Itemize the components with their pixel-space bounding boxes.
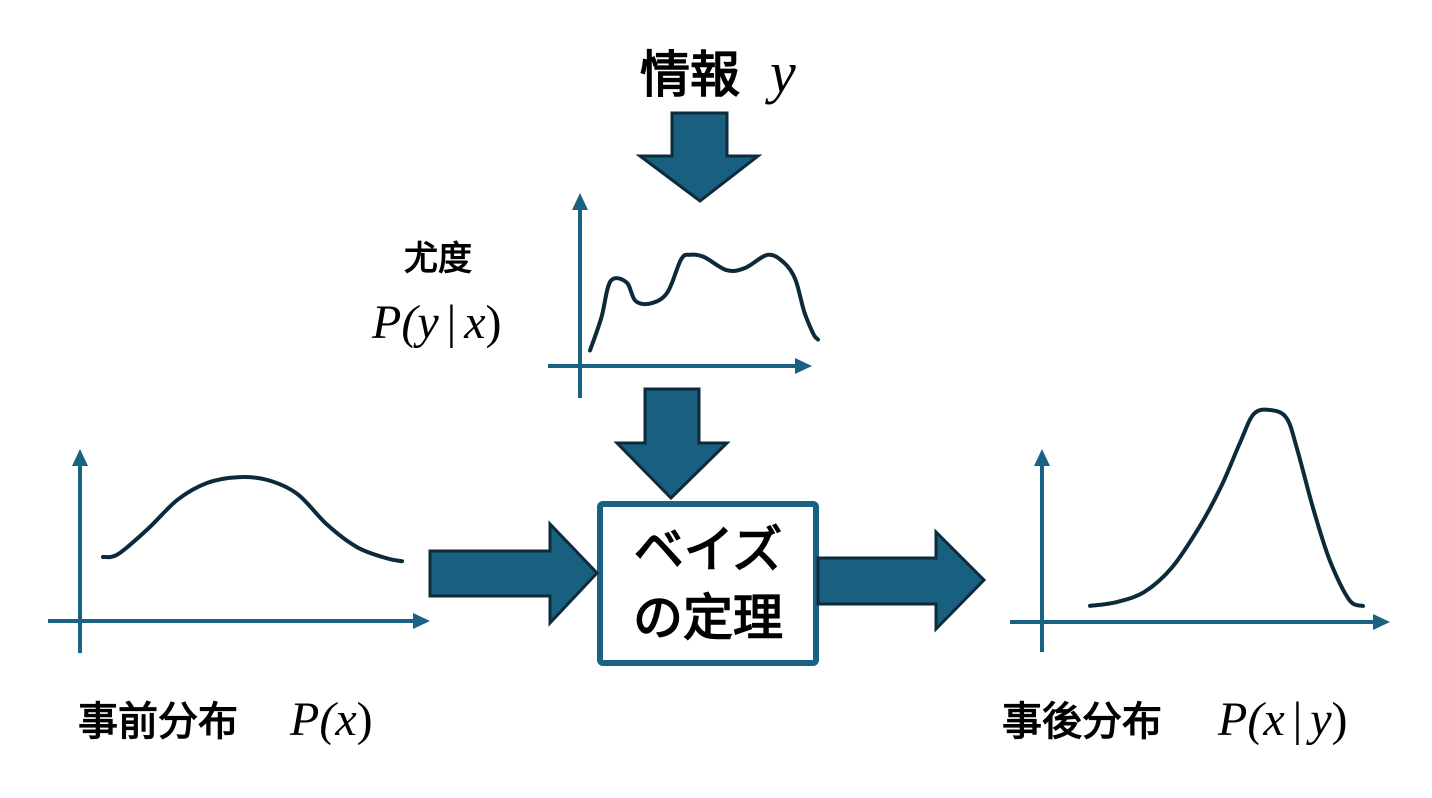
likelihood-formula: P(y|x) xyxy=(371,296,502,349)
posterior-label: 事後分布 xyxy=(1002,699,1162,745)
posterior-axes xyxy=(1010,449,1390,652)
arrow-right-posterior xyxy=(816,528,987,633)
info-var: y xyxy=(765,40,796,105)
posterior-curve xyxy=(1088,407,1365,608)
posterior-formula: P(x|y) xyxy=(1217,693,1348,746)
likelihood-label: 尤度 xyxy=(404,239,472,279)
likelihood-y-arrowhead xyxy=(572,193,588,210)
bayes-theorem-box xyxy=(597,501,819,666)
likelihood-axes xyxy=(548,193,812,398)
likelihood-x-arrowhead xyxy=(795,358,812,374)
likelihood-curve xyxy=(588,252,820,353)
posterior-x-arrowhead xyxy=(1373,614,1390,630)
bayes-box-line2: の定理 xyxy=(633,589,783,647)
prior-axes xyxy=(48,449,430,653)
arrow-down-info xyxy=(635,111,763,203)
posterior-y-arrowhead xyxy=(1034,449,1050,466)
arrow-down-likelihood xyxy=(613,387,731,501)
prior-formula: P(x) xyxy=(289,693,373,746)
info-label: 情報 xyxy=(640,46,740,104)
bayes-box-line1: ベイズ xyxy=(634,521,783,579)
prior-label: 事前分布 xyxy=(78,699,238,745)
prior-x-arrowhead xyxy=(413,613,430,629)
arrow-right-prior xyxy=(428,520,600,627)
prior-y-arrowhead xyxy=(72,449,88,466)
prior-curve xyxy=(101,475,404,564)
